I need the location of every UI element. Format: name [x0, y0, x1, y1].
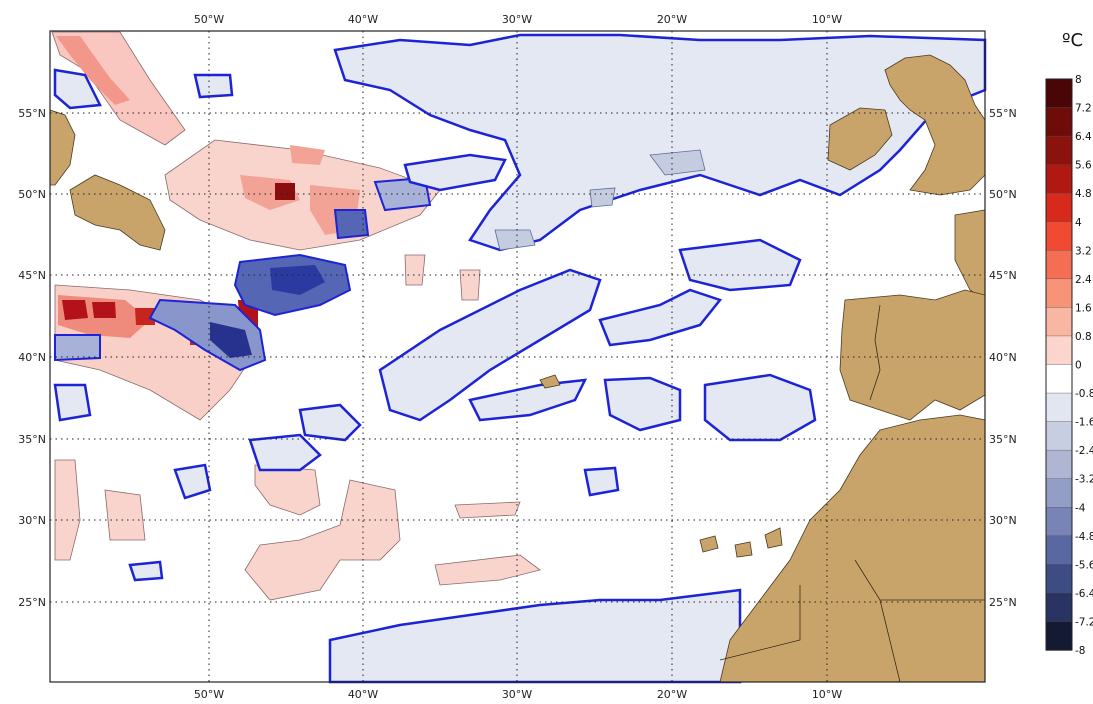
colorbar-tick-label: 4	[1075, 217, 1082, 229]
colorbar-tick-label: 6.4	[1075, 131, 1092, 143]
colorbar-swatch	[1045, 278, 1073, 309]
colorbar-tick-label: -1.6	[1075, 417, 1093, 429]
lon-label-bottom: 30°W	[502, 688, 532, 701]
colorbar-tick-label: -3.2	[1075, 474, 1093, 486]
colorbar-tick-label: -8	[1075, 645, 1085, 657]
lat-labels-right: 55°N 50°N 45°N 40°N 35°N 30°N 25°N	[989, 107, 1017, 609]
colorbar-tick-label: 8	[1075, 74, 1082, 86]
colorbar-swatches	[1045, 78, 1073, 651]
colorbar-swatch	[1045, 335, 1073, 366]
map-shapes	[49, 31, 987, 684]
colorbar-tick-label: 2.4	[1075, 274, 1092, 286]
lat-label-right: 55°N	[989, 107, 1017, 120]
colorbar-frame	[1045, 78, 1073, 651]
lon-label-bottom: 10°W	[812, 688, 842, 701]
landmass-shape	[49, 54, 986, 683]
lat-label-right: 40°N	[989, 351, 1017, 364]
lat-label-right: 25°N	[989, 596, 1017, 609]
colorbar-swatch	[1045, 221, 1073, 251]
colorbar-tick-label: -0.8	[1075, 388, 1093, 400]
graticule-lines	[50, 31, 985, 682]
colorbar-tick-label: 1.6	[1075, 302, 1092, 314]
lat-label-right: 30°N	[989, 514, 1017, 527]
temperature-anomaly-shape	[53, 33, 987, 684]
lat-label-left: 40°N	[18, 351, 46, 364]
lon-labels-top: 50°W 40°W 30°W 20°W 10°W	[194, 13, 842, 26]
lon-label-bottom: 40°W	[348, 688, 378, 701]
colorbar-swatch	[1045, 392, 1073, 423]
colorbar-swatch	[1045, 478, 1073, 508]
colorbar-tick-label: -5.6	[1075, 559, 1093, 571]
colorbar-tick-label: -6.4	[1075, 588, 1093, 600]
lon-label-top: 20°W	[657, 13, 687, 26]
colorbar-swatch	[1045, 250, 1073, 280]
colorbar-tick-label: -7.2	[1075, 616, 1093, 628]
lon-label-bottom: 20°W	[657, 688, 687, 701]
lon-label-top: 40°W	[348, 13, 378, 26]
lon-labels-bottom: 50°W 40°W 30°W 20°W 10°W	[194, 688, 842, 701]
colorbar-tick-label: 4.8	[1075, 188, 1092, 200]
lon-label-bottom: 50°W	[194, 688, 224, 701]
colorbar-ticks: 8 7.2 6.4 5.6 4.8 4 3.2 2.4 1.6 0.8 0 -0.8 -1.6 -2.4 -…	[1075, 74, 1093, 657]
lat-label-left: 45°N	[18, 269, 46, 282]
lat-label-left: 55°N	[18, 107, 46, 120]
colorbar-swatch	[1045, 307, 1073, 337]
colorbar-tick-label: 5.6	[1075, 160, 1092, 172]
colorbar-tick-label: 7.2	[1075, 103, 1092, 115]
lon-label-top: 10°W	[812, 13, 842, 26]
colorbar: ºC 8 7.2 6.4 5.6 4.8 4 3.2 2.4 1.6 0.8 0 -0.8 -1.6 -2…	[1045, 30, 1093, 657]
map-panel: 50°W 40°W 30°W 20°W 10°W 50°W 40°W 30°W 20°W 10°…	[18, 13, 1016, 701]
colorbar-tick-label: 0	[1075, 360, 1082, 372]
colorbar-swatch	[1045, 164, 1073, 194]
colorbar-tick-label: 3.2	[1075, 245, 1092, 257]
colorbar-tick-label: -4.8	[1075, 531, 1093, 543]
lon-label-top: 30°W	[502, 13, 532, 26]
colorbar-swatch	[1045, 535, 1073, 566]
lat-label-left: 30°N	[18, 514, 46, 527]
colorbar-swatch	[1045, 78, 1073, 109]
map-frame	[49, 30, 986, 683]
colorbar-swatch	[1045, 421, 1073, 451]
lat-label-right: 50°N	[989, 188, 1017, 201]
lat-label-left: 35°N	[18, 433, 46, 446]
colorbar-swatch	[1045, 107, 1073, 137]
colorbar-unit: ºC	[1062, 30, 1083, 51]
colorbar-swatch	[1045, 449, 1073, 480]
lat-labels-left: 55°N 50°N 45°N 40°N 35°N 30°N 25°N	[18, 107, 46, 609]
colorbar-tick-label: -2.4	[1075, 445, 1093, 457]
colorbar-swatch	[1045, 135, 1073, 166]
colorbar-swatch	[1045, 592, 1073, 623]
lat-label-left: 25°N	[18, 596, 46, 609]
lat-label-right: 35°N	[989, 433, 1017, 446]
country-border-lines	[719, 304, 985, 683]
colorbar-swatch	[1045, 564, 1073, 594]
colorbar-swatch	[1045, 621, 1073, 651]
colorbar-swatch	[1045, 192, 1073, 223]
lat-label-left: 50°N	[18, 188, 46, 201]
lat-label-right: 45°N	[989, 269, 1017, 282]
colorbar-swatch	[1045, 364, 1073, 394]
colorbar-swatch	[1045, 507, 1073, 537]
colorbar-tick-label: -4	[1075, 502, 1086, 514]
colorbar-tick-label: 0.8	[1075, 331, 1092, 343]
lon-label-top: 50°W	[194, 13, 224, 26]
